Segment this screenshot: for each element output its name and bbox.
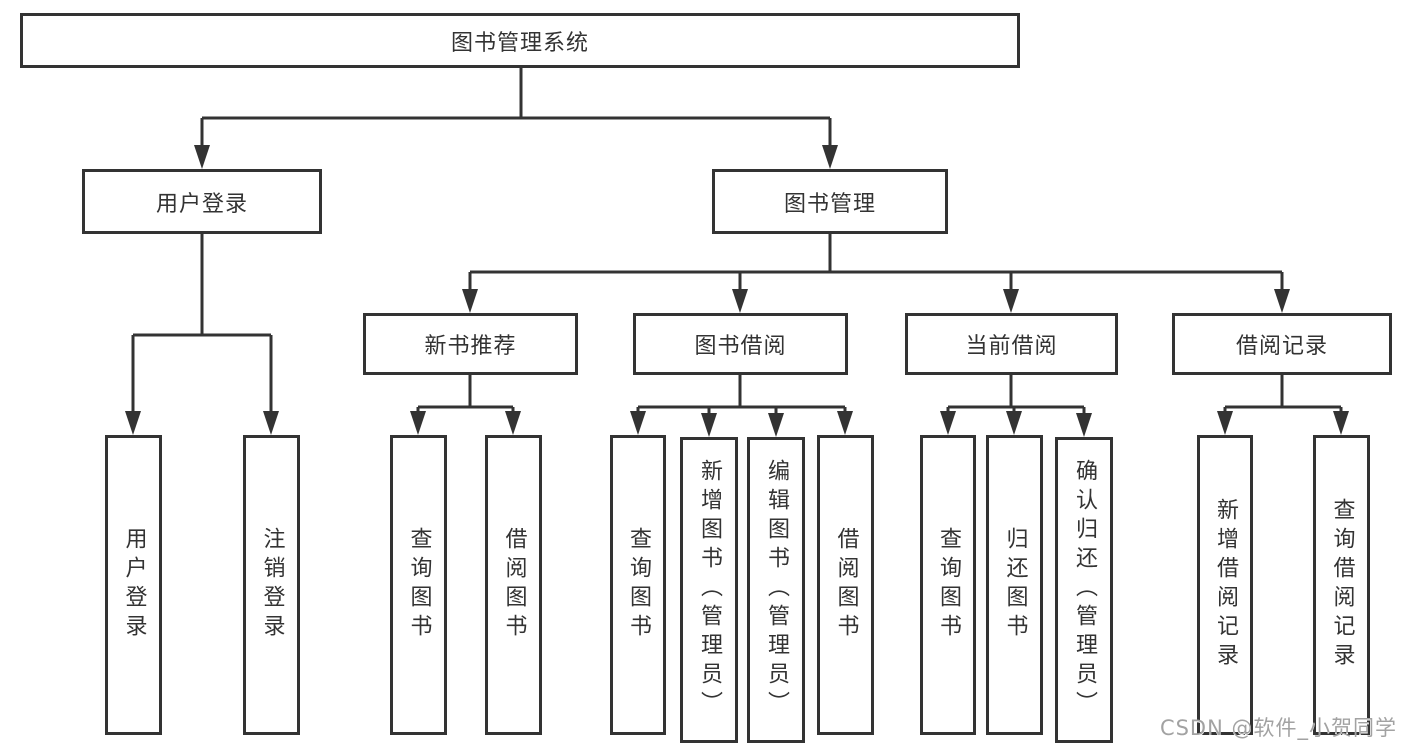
node-borrowing-records: 借阅记录	[1172, 313, 1392, 375]
leaf-query-books: 查询图书	[390, 435, 447, 735]
leaf-user-login: 用户登录	[105, 435, 162, 735]
node-book-management: 图书管理	[712, 169, 948, 234]
node-new-book-recommend: 新书推荐	[363, 313, 578, 375]
leaf-borrow-books-2: 借阅图书	[817, 435, 874, 735]
leaf-query-books-2: 查询图书	[610, 435, 666, 735]
leaf-add-books-admin: 新增图书（管理员）	[680, 437, 738, 743]
node-library-management-system: 图书管理系统	[20, 13, 1020, 68]
leaf-return-books: 归还图书	[986, 435, 1043, 735]
leaf-borrow-books: 借阅图书	[485, 435, 542, 735]
node-book-borrowing: 图书借阅	[633, 313, 848, 375]
arrowhead-icons	[125, 145, 1349, 437]
csdn-watermark: CSDN @软件_小贺同学	[1159, 716, 1397, 740]
node-current-borrowing: 当前借阅	[905, 313, 1118, 375]
leaf-query-books-3: 查询图书	[920, 435, 976, 735]
leaf-logout: 注销登录	[243, 435, 300, 735]
leaf-edit-books-admin: 编辑图书（管理员）	[747, 437, 805, 743]
leaf-confirm-return-admin: 确认归还（管理员）	[1055, 437, 1113, 743]
leaf-query-borrow-record: 查询借阅记录	[1313, 435, 1370, 735]
node-user-login: 用户登录	[82, 169, 322, 234]
leaf-add-borrow-record: 新增借阅记录	[1197, 435, 1253, 735]
